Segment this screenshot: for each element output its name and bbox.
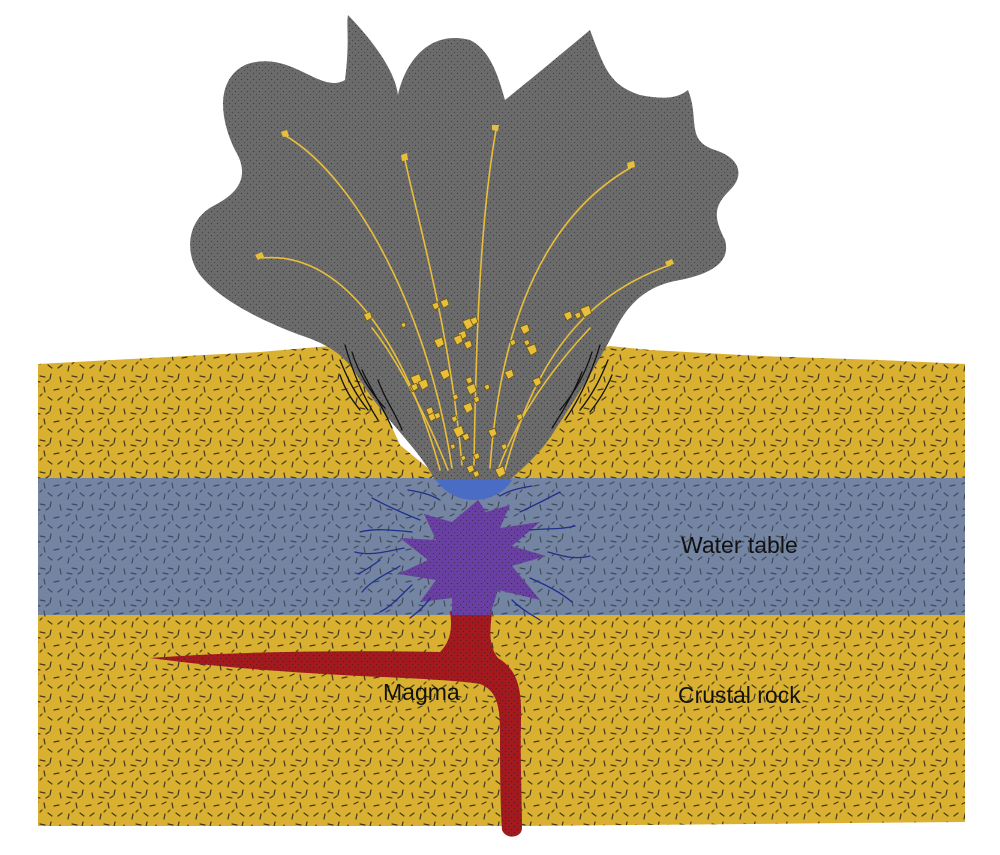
rock-fragment <box>465 382 478 396</box>
rock-fragment <box>417 378 430 391</box>
rock-fragment <box>410 382 419 392</box>
crater-rim-fractures <box>339 344 613 431</box>
rock-fragment <box>451 393 459 402</box>
rock-fragment <box>515 412 524 422</box>
rock-fragment <box>579 304 593 319</box>
water-fracture-lines <box>354 485 591 621</box>
rock-fragment <box>523 339 531 347</box>
rock-fragment <box>450 415 458 424</box>
rock-fragment <box>452 334 464 346</box>
rock-fragment <box>472 452 481 461</box>
rock-fragment <box>433 411 442 420</box>
rock-fragment <box>525 343 538 357</box>
rock-fragment <box>439 368 451 381</box>
rock-fragment <box>531 376 542 388</box>
ejecta-fragment-tips <box>255 125 674 266</box>
rock-fragment <box>362 311 373 322</box>
ash-cloud-texture <box>190 15 739 480</box>
rock-fragment <box>573 311 582 320</box>
rock-fragment <box>472 469 480 479</box>
rock-fragment <box>465 464 475 474</box>
rock-fragment <box>461 432 470 442</box>
vent-throat <box>436 480 512 500</box>
rock-fragment <box>425 406 435 416</box>
rock-fragment <box>562 310 573 322</box>
rock-fragment <box>519 323 531 336</box>
magma-dike-texture <box>150 612 522 837</box>
rock-fragment <box>472 395 481 404</box>
rock-fragment <box>469 316 479 326</box>
rock-fragment <box>400 321 407 329</box>
rock-fragment <box>433 336 445 349</box>
rock-fragment <box>449 443 456 451</box>
rock-fragment <box>487 427 498 439</box>
crustal-rock-label: Crustal rock <box>678 682 801 708</box>
rock-fragment <box>439 297 450 309</box>
rock-fragment <box>508 338 517 347</box>
rock-fragment <box>431 301 440 311</box>
rock-fragment <box>504 368 515 380</box>
rock-fragments <box>362 297 593 479</box>
rock-fragment <box>462 401 474 414</box>
rock-fragment <box>494 465 507 479</box>
rock-fragment <box>465 376 473 385</box>
steam-explosion-texture <box>398 500 546 615</box>
rock-fragment <box>500 442 508 451</box>
water-table-label: Water table <box>681 532 798 558</box>
rock-fragment <box>452 424 465 439</box>
ejecta-trajectories <box>261 129 671 471</box>
magma-label: Magma <box>383 679 460 705</box>
upper-crust-texture <box>38 346 965 478</box>
rock-fragment <box>463 339 473 350</box>
rock-fragment <box>483 383 491 391</box>
rock-fragment <box>459 454 467 462</box>
